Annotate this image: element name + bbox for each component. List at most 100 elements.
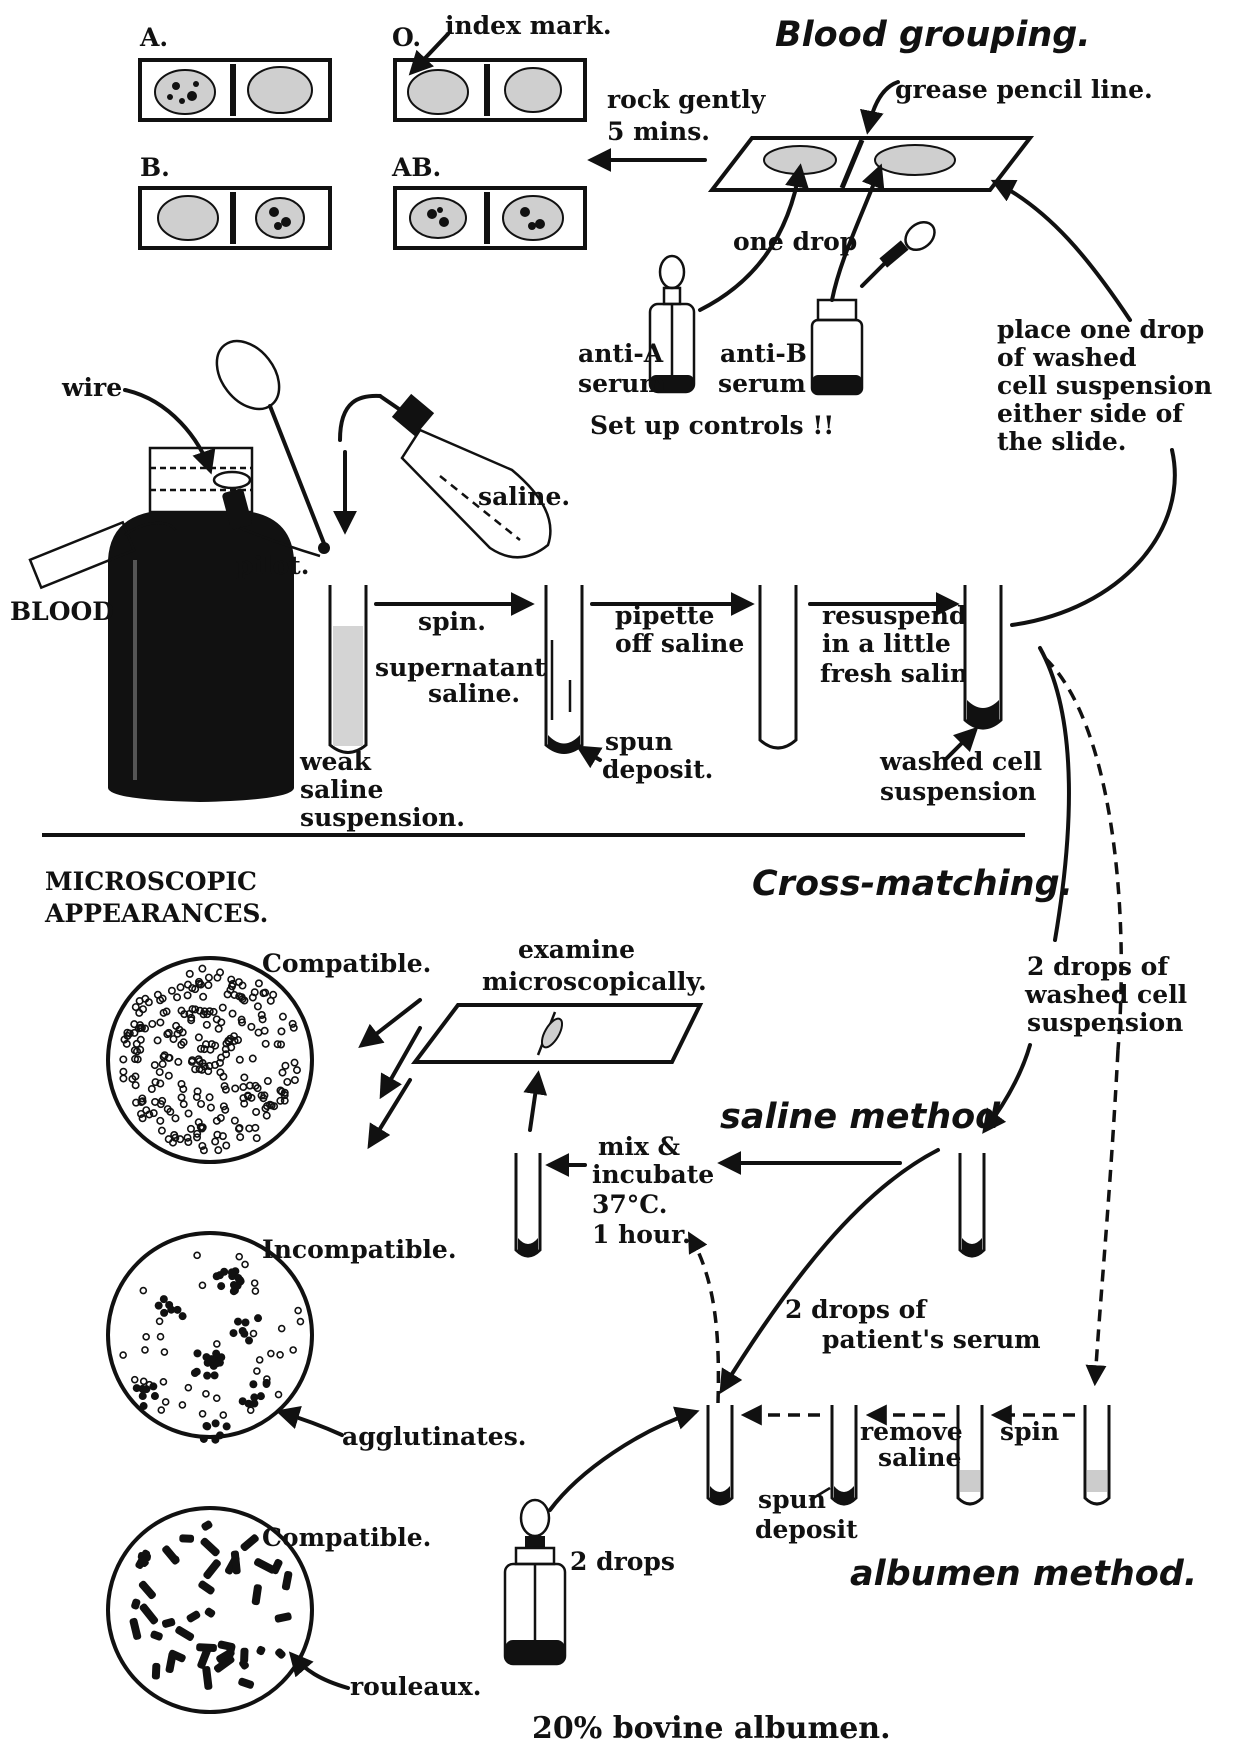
two-drops-label: 2 drops [570,1547,675,1576]
tube-albumen-4 [1085,1405,1109,1504]
red-cell [149,1021,155,1027]
compatible-circle-1 [108,958,312,1162]
red-cell [169,988,175,994]
free-cell [214,1341,220,1347]
examine-micro-label: microscopically. [482,967,707,996]
red-cell [255,1003,261,1009]
red-cell [212,1138,218,1144]
albumen-spun-deposit-label: deposit [755,1515,858,1544]
place-drop-line-5: the slide. [997,427,1127,456]
rouleaux-stack [251,1584,262,1606]
red-cell [177,984,183,990]
free-cell [132,1377,138,1383]
red-cell [278,1028,284,1034]
red-cell [256,980,262,986]
rouleaux-stack [274,1612,292,1623]
agglutinate-cell [202,1422,210,1430]
anti-a-serum-label: serum [578,369,666,398]
rouleaux-stack [197,1579,216,1595]
red-cell [241,1074,247,1080]
free-cell [257,1357,263,1363]
red-cell [196,1034,202,1040]
tube-empty [760,585,796,748]
place-drop-line-3: cell suspension [997,371,1212,400]
red-cell [240,1084,246,1090]
free-cell [194,1252,200,1258]
agglutinate-cell [254,1314,262,1322]
red-cell [159,1127,165,1133]
red-cell [229,1010,235,1016]
agglutinate-cell [250,1400,258,1408]
group-o-label: O. [392,23,421,52]
patients-serum-label-1: 2 drops of [785,1295,928,1324]
red-cell [185,1110,191,1116]
red-cell [284,1079,290,1085]
red-cell [157,1019,163,1025]
spin-label: spin. [418,607,486,636]
agglutinate-cell [203,1372,211,1380]
rouleaux-stack [161,1617,176,1628]
red-cell [200,994,206,1000]
compatible-label-2: Compatible. [262,1523,431,1552]
agglutinate-cell [211,1436,219,1444]
rouleaux-stack [274,1647,287,1660]
red-cell [253,1109,259,1115]
compatible-label-1: Compatible. [262,949,431,978]
rock-time-label: 5 mins. [607,117,710,146]
agglutinate-cell [249,1380,257,1388]
rouleaux-stack [138,1602,159,1625]
free-cell [161,1349,167,1355]
free-cell [297,1319,303,1325]
agglutinate-cell [151,1392,159,1400]
weak-label: weak [299,747,372,776]
remove-saline-label: saline [878,1443,961,1472]
red-cell [132,1082,138,1088]
red-cell [206,1094,212,1100]
incompatible-label: Incompatible. [262,1235,457,1264]
rouleaux-stack [138,1579,158,1600]
agglutinate-cell [160,1295,168,1303]
tube-albumen-2 [832,1405,856,1504]
one-drop-label: one drop [733,227,857,256]
pipette-label: pipette [615,601,714,630]
pilot-label: pilot. [236,551,309,580]
free-cell [143,1334,149,1340]
place-drop-line-4: either side of [997,399,1185,428]
red-cell [175,1059,181,1065]
free-cell [158,1334,164,1340]
two-drops-washed-line-1: 2 drops of [1027,952,1170,981]
red-cell [199,965,205,971]
red-cell [291,1059,297,1065]
red-cell [187,971,193,977]
incubate-label: incubate [592,1160,714,1189]
red-cell [259,1016,265,1022]
red-cell [264,1112,270,1118]
anti-a-label: anti-A [578,339,664,368]
red-cell [133,1004,139,1010]
remove-label: remove [860,1417,963,1446]
rouleaux-stack [161,1544,181,1566]
blood-tag-label: BLOOD [10,597,114,626]
rouleaux-stack [152,1663,161,1680]
free-cell [254,1368,260,1374]
red-cell [232,1085,238,1091]
free-cell [279,1326,285,1332]
red-cell [152,1099,158,1105]
red-cell [237,1057,243,1063]
pipette-off-label: off saline [615,629,744,658]
rouleaux-stack [202,1558,222,1580]
free-cell [203,1391,209,1397]
rouleaux-stack [239,1533,260,1552]
agglutinate-cell [200,1435,208,1443]
examination-slide [415,1005,700,1062]
red-cell [208,1104,214,1110]
slide-group-ab: AB. [391,153,585,248]
microscopic-title-1: MICROSCOPIC [45,867,257,896]
agglutinate-cell [139,1392,147,1400]
red-cell [120,1075,126,1081]
agglutinate-cell [241,1318,249,1326]
weak-saline-label: saline [300,775,383,804]
free-cell [120,1352,126,1358]
free-cell [163,1399,169,1405]
free-cell [160,1379,166,1385]
